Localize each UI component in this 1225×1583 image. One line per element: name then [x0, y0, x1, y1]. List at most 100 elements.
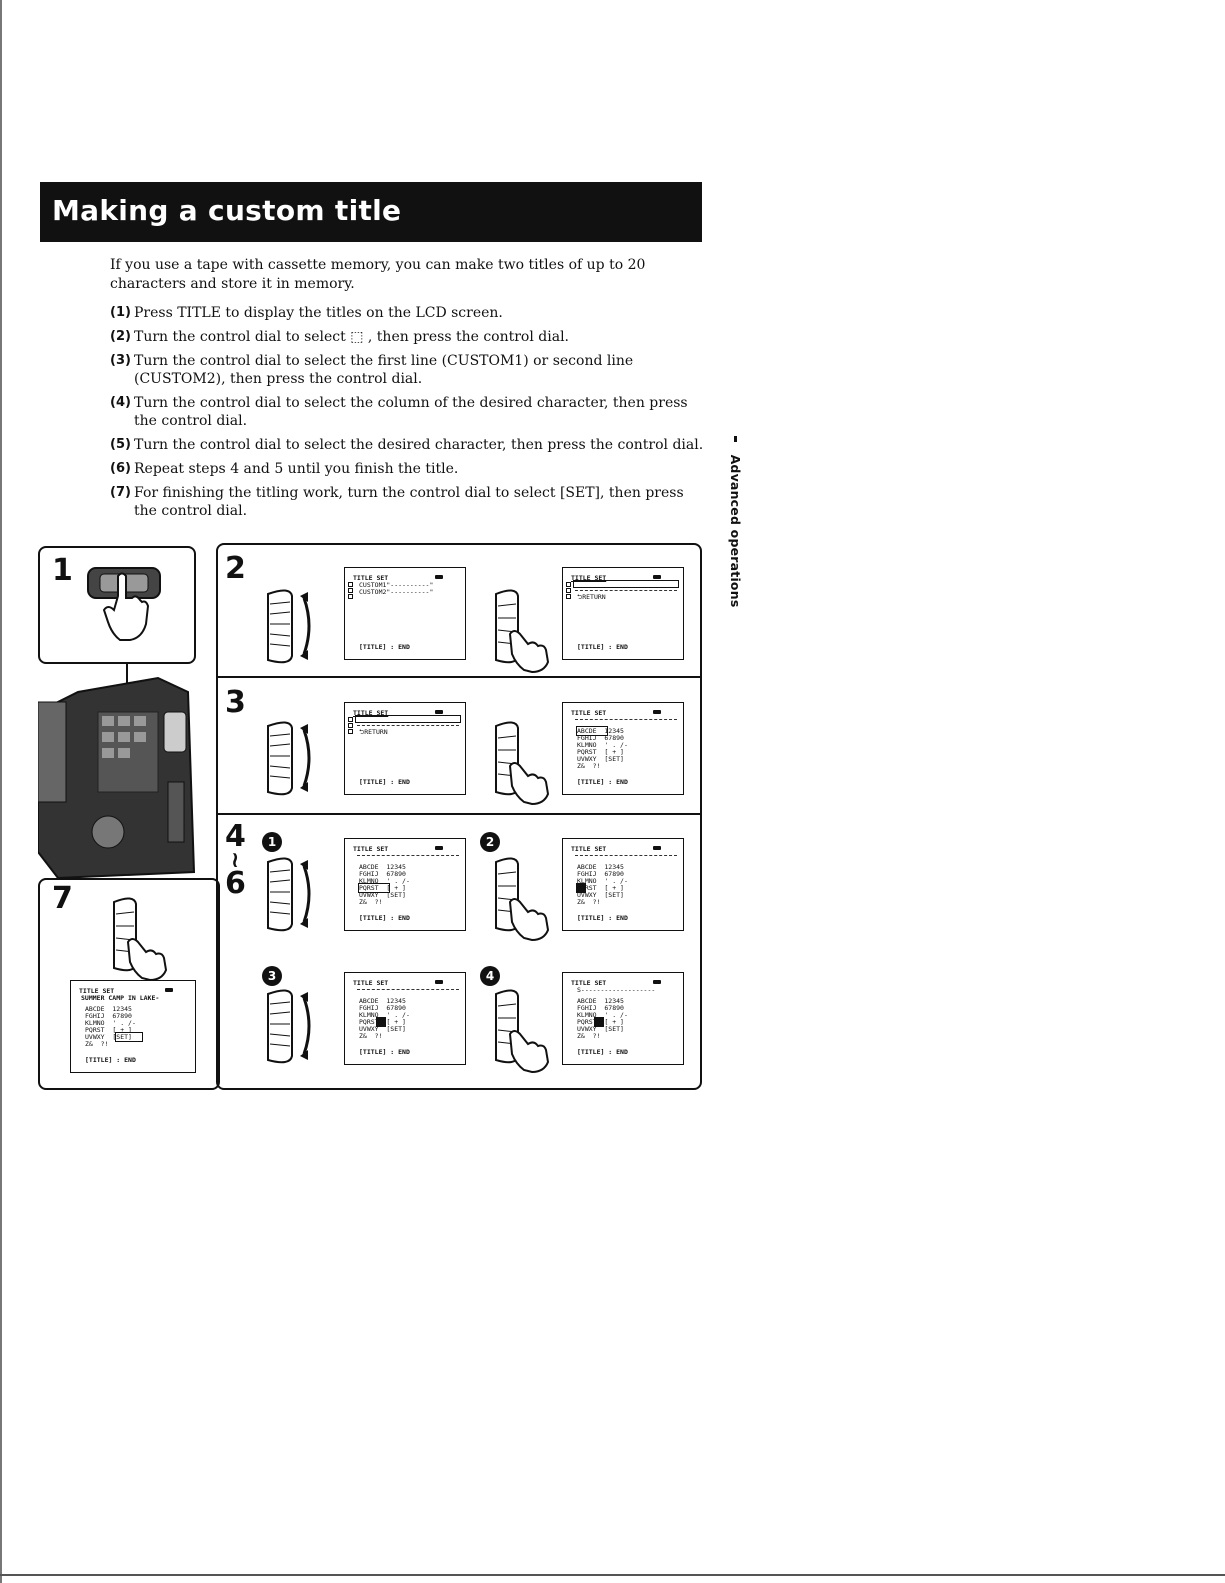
section-side-tab: Advanced operations: [728, 436, 743, 607]
lcd-char-row: ABCDE 12345: [577, 997, 624, 1005]
step-number: (5): [110, 437, 131, 452]
lcd-footer: [TITLE] : END: [577, 778, 628, 786]
step-text: Turn the control dial to select ⬚ , then…: [134, 329, 570, 345]
lcd-header: TITLE SET: [353, 979, 389, 987]
dial-press-icon: [113, 897, 168, 982]
step-item: (5)Turn the control dial to select the d…: [110, 436, 710, 454]
step-number: (1): [110, 305, 131, 320]
lcd-set-highlight: [115, 1032, 143, 1042]
dial-turn-icon: [267, 857, 311, 932]
step1-frame: [38, 546, 196, 664]
step-item: (2)Turn the control dial to select ⬚ , t…: [110, 328, 710, 346]
lcd-char-row: UVWXY [SET]: [85, 1033, 132, 1041]
lcd-return-item: ⮌RETURN: [577, 593, 606, 601]
lcd-custom1-line: CUSTOM1"----------": [359, 581, 434, 589]
step-label-4: 4: [225, 819, 246, 854]
lcd-char-row: Z& ?!: [577, 898, 601, 906]
lcd-return-item: ⮌RETURN: [359, 728, 388, 736]
battery-icon: [653, 980, 661, 984]
lcd-char-row: PQRST [ + ]: [577, 748, 624, 756]
lcd-char-row: Z& ?!: [577, 762, 601, 770]
battery-icon: [653, 710, 661, 714]
battery-icon: [165, 988, 173, 992]
lcd-footer: [TITLE] : END: [577, 1048, 628, 1056]
lcd-char-row: PQRST [ + ]: [359, 884, 406, 892]
lcd-footer: [TITLE] : END: [85, 1056, 136, 1064]
lcd-footer: [TITLE] : END: [577, 643, 628, 651]
steps-2-6-frame: [216, 543, 702, 1090]
menu-icons: [348, 582, 354, 600]
lcd-header: TITLE SET: [353, 574, 389, 582]
dial-press-icon: [495, 721, 550, 806]
lcd-char-row: UVWXY [SET]: [577, 755, 624, 763]
lcd-footer: [TITLE] : END: [359, 778, 410, 786]
lcd-char-row: KLMNO ' . /-: [577, 877, 628, 885]
lcd-char-row: ABCDE 12345: [359, 997, 406, 1005]
lcd-dash-line: [357, 855, 459, 856]
lcd-character-table: TITLE SET ABCDE 12345 FGHIJ 67890 KLMNO …: [344, 972, 466, 1065]
battery-icon: [435, 575, 443, 579]
lcd-character-table: TITLE SET ABCDE 12345 FGHIJ 67890 KLMNO …: [562, 838, 684, 931]
lcd-char-row: KLMNO ' . /-: [359, 877, 410, 885]
lcd-char-row: UVWXY [SET]: [359, 1025, 406, 1033]
lcd-char-cursor: [576, 883, 586, 893]
section-tab-label: Advanced operations: [728, 454, 743, 608]
menu-icons: [348, 717, 354, 735]
step-item: (7)For finishing the titling work, turn …: [110, 484, 710, 520]
lcd-header: TITLE SET: [353, 709, 389, 717]
dial-turn-icon: [267, 589, 311, 664]
step7-frame: [38, 878, 220, 1090]
lcd-char-row: ABCDE 12345: [85, 1005, 132, 1013]
step-range-tilde: ≀: [231, 848, 240, 873]
lcd-title-set-return: TITLE SET ⮌RETURN [TITLE] : END: [562, 567, 684, 660]
lcd-char-row: KLMNO ' . /-: [359, 1011, 410, 1019]
step-item: (6)Repeat steps 4 and 5 until you finish…: [110, 460, 710, 478]
lcd-header: TITLE SET: [571, 574, 607, 582]
lcd-character-table: TITLE SET ABCDE 12345 FGHIJ 67890 KLMNO …: [562, 702, 684, 795]
lcd-dash-line: [575, 719, 677, 720]
page-edge-left: [0, 0, 2, 1583]
step-number: (7): [110, 485, 131, 500]
lcd-column-highlight: [576, 726, 608, 736]
battery-icon: [435, 710, 443, 714]
lcd-char-row: KLMNO ' . /-: [85, 1019, 136, 1027]
battery-icon: [435, 980, 443, 984]
dial-turn-icon: [267, 721, 311, 796]
lcd-character-table: TITLE SET ABCDE 12345 FGHIJ 67890 KLMNO …: [344, 838, 466, 931]
lcd-header: TITLE SET: [571, 709, 607, 717]
lcd-character-table: TITLE SET S------------------- ABCDE 123…: [562, 972, 684, 1065]
lcd-char-cursor: [376, 1017, 386, 1027]
lcd-char-row: PQRST [ + ]: [577, 884, 624, 892]
step-item: (4)Turn the control dial to select the c…: [110, 394, 710, 430]
lcd-char-row: KLMNO ' . /-: [577, 741, 628, 749]
step-label-3: 3: [225, 685, 246, 720]
step-number: (4): [110, 395, 131, 410]
lcd-selection-box: [355, 715, 461, 723]
step-number: (6): [110, 461, 131, 476]
callout-line: [126, 664, 128, 690]
tab-marker: [733, 436, 737, 442]
lcd-char-row: FGHIJ 67890: [359, 1004, 406, 1012]
lcd-footer: [TITLE] : END: [359, 914, 410, 922]
lcd-title-line: SUMMER CAMP IN LAKE-: [81, 994, 160, 1002]
lcd-dash-line: [357, 725, 459, 726]
lcd-char-row: FGHIJ 67890: [577, 870, 624, 878]
lcd-char-row: FGHIJ 67890: [577, 734, 624, 742]
dial-press-icon: [495, 989, 550, 1074]
battery-icon: [435, 846, 443, 850]
menu-icons: [566, 582, 572, 600]
lcd-dash-line: [357, 989, 459, 990]
step-label-1: 1: [52, 553, 73, 588]
lcd-char-row: Z& ?!: [359, 1032, 383, 1040]
step-label-2: 2: [225, 551, 246, 586]
battery-icon: [653, 575, 661, 579]
lcd-footer: [TITLE] : END: [359, 1048, 410, 1056]
intro-paragraph: If you use a tape with cassette memory, …: [110, 257, 646, 292]
title-banner: Making a custom title: [40, 182, 702, 242]
camcorder-illustration: [38, 676, 196, 880]
lcd-char-row: FGHIJ 67890: [577, 1004, 624, 1012]
lcd-char-row: UVWXY [SET]: [577, 891, 624, 899]
lcd-title-line: S-------------------: [577, 986, 656, 994]
lcd-footer: [TITLE] : END: [359, 643, 410, 651]
lcd-char-row: Z& ?!: [577, 1032, 601, 1040]
